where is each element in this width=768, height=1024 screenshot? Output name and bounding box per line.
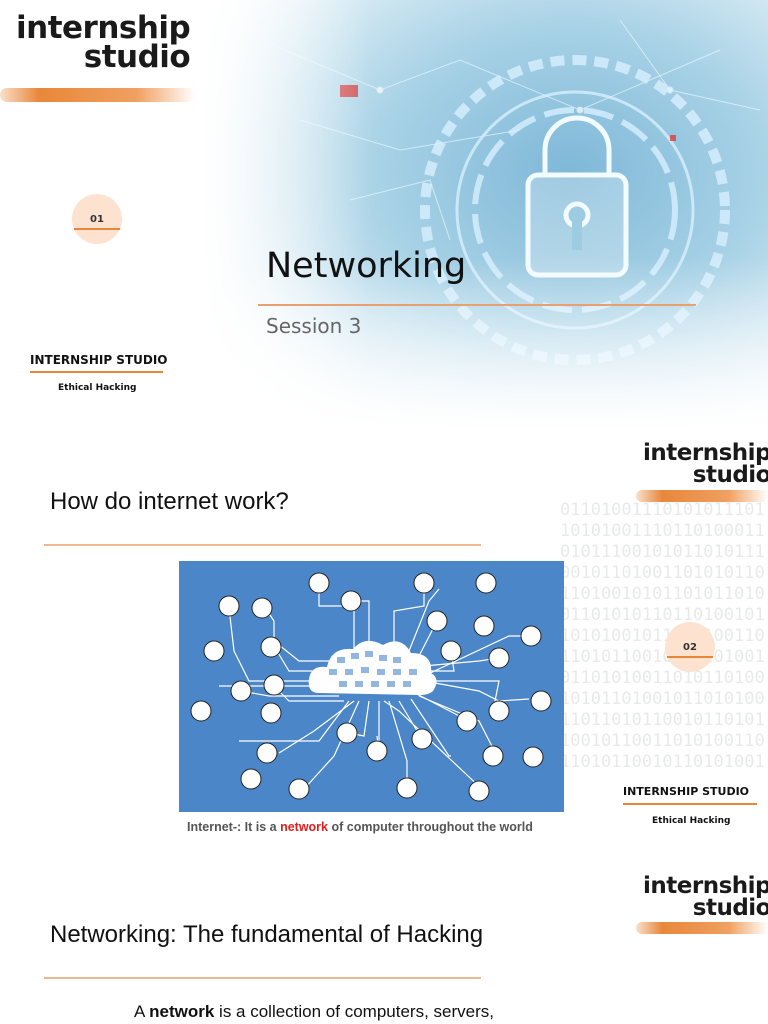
body-prefix: A xyxy=(134,1002,150,1021)
brush-stroke xyxy=(636,922,768,934)
slide-heading: How do internet work? xyxy=(50,488,289,515)
brand-line1: internship xyxy=(643,440,768,466)
brand-logo: internship studio xyxy=(643,873,768,921)
slide-title: internship studio 01 Networking Session … xyxy=(0,0,768,430)
body-paragraph: A network is a collection of computers, … xyxy=(134,1002,494,1022)
org-name: INTERNSHIP STUDIO xyxy=(623,785,750,798)
title-divider xyxy=(258,304,696,306)
course-name: Ethical Hacking xyxy=(652,816,731,826)
brand-line2: studio xyxy=(692,461,768,488)
caption-suffix: of computer throughout the world xyxy=(328,820,533,834)
cloud-icon xyxy=(308,640,437,695)
cyber-security-background xyxy=(200,0,768,430)
caption-prefix: Internet-: It is a xyxy=(187,820,281,834)
slide-networking: internship studio Networking: The fundam… xyxy=(0,862,768,1024)
page-subtitle: Session 3 xyxy=(266,314,362,338)
badge-underline xyxy=(74,228,120,230)
caption-highlight: network xyxy=(280,820,329,834)
brush-stroke xyxy=(636,490,768,502)
heading-divider xyxy=(44,544,481,546)
org-name: INTERNSHIP STUDIO xyxy=(30,353,168,367)
device-icons xyxy=(190,572,552,802)
body-suffix: is a collection of computers, servers, xyxy=(214,1002,494,1021)
course-name: Ethical Hacking xyxy=(58,383,137,393)
slide-heading: Networking: The fundamental of Hacking xyxy=(50,921,484,948)
heading-divider xyxy=(44,977,481,979)
slide-internet: 0110100111010101110110101001110110100011… xyxy=(0,430,768,862)
brand-line1: internship xyxy=(16,10,191,46)
badge-underline xyxy=(667,656,713,658)
brand-line1: internship xyxy=(643,873,768,899)
body-bold: network xyxy=(149,1002,215,1021)
internet-network-illustration xyxy=(179,561,564,812)
slide-number-badge: 01 xyxy=(72,194,122,244)
image-caption: Internet-: It is a network of computer t… xyxy=(187,820,533,834)
brand-logo: internship studio xyxy=(643,440,768,488)
org-divider xyxy=(30,371,163,373)
slide-number: 02 xyxy=(683,641,697,653)
brand-logo: internship studio xyxy=(16,10,191,76)
slide-number: 01 xyxy=(90,213,104,225)
brand-line2: studio xyxy=(692,894,768,921)
page-title: Networking xyxy=(266,246,467,286)
brand-line2: studio xyxy=(83,39,191,76)
brush-stroke xyxy=(0,88,195,102)
slide-number-badge: 02 xyxy=(665,622,715,672)
org-divider xyxy=(623,803,757,805)
binary-background: 0110100111010101110110101001110110100011… xyxy=(560,500,765,772)
